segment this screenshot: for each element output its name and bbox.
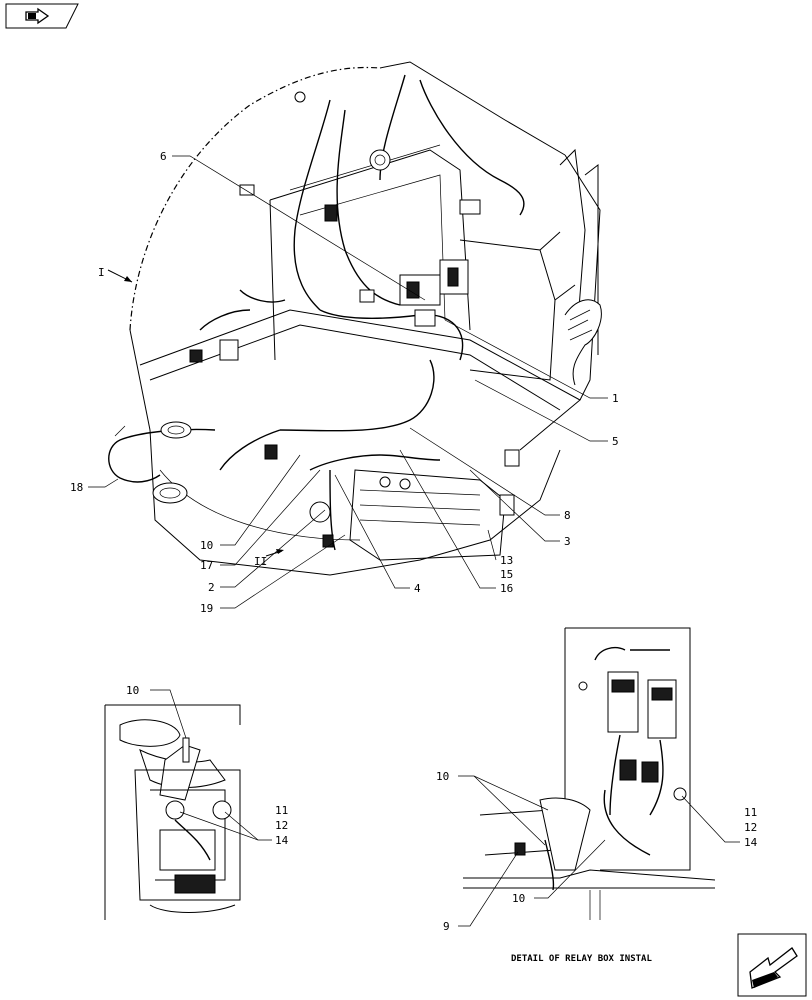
right-callout-14: 14 [744, 836, 758, 849]
callout-13: 13 [500, 554, 513, 567]
callout-4: 4 [414, 582, 421, 595]
callout-3: 3 [564, 535, 571, 548]
right-detail-view: 10 9 10 11 12 14 [436, 627, 758, 933]
catalog-nav-tab-icon[interactable] [5, 3, 79, 29]
callout-15: 15 [500, 568, 513, 581]
catalog-nav-arrow-icon[interactable] [737, 933, 807, 997]
right-callout-11: 11 [744, 806, 757, 819]
main-isometric-view [108, 61, 602, 576]
callout-19: 19 [200, 602, 213, 615]
right-callout-9: 9 [443, 920, 450, 933]
callout-18: 18 [70, 481, 83, 494]
callout-2: 2 [208, 581, 215, 594]
left-detail-view: 10 11 12 14 [104, 684, 289, 920]
view-ii-marker: II [254, 549, 284, 568]
callout-10: 10 [200, 539, 213, 552]
callout-5: 5 [612, 435, 619, 448]
left-callout-14: 14 [275, 834, 289, 847]
right-callout-12: 12 [744, 821, 757, 834]
view-i-marker: I [98, 266, 133, 283]
callout-1: 1 [612, 392, 619, 405]
callout-16: 16 [500, 582, 513, 595]
main-leader-lines [88, 155, 608, 609]
callout-6: 6 [160, 150, 167, 163]
callout-8: 8 [564, 509, 571, 522]
right-callout-10b: 10 [512, 892, 525, 905]
detail-caption: DETAIL OF RELAY BOX INSTAL [511, 954, 652, 964]
right-callout-10a: 10 [436, 770, 449, 783]
view-i-label: I [98, 266, 105, 279]
left-callout-11: 11 [275, 804, 288, 817]
left-callout-10: 10 [126, 684, 139, 697]
left-callout-12: 12 [275, 819, 288, 832]
callout-17: 17 [200, 559, 213, 572]
main-callouts: 6 1 5 8 3 18 10 17 2 19 4 13 15 16 [70, 150, 619, 615]
view-ii-label: II [254, 555, 267, 568]
